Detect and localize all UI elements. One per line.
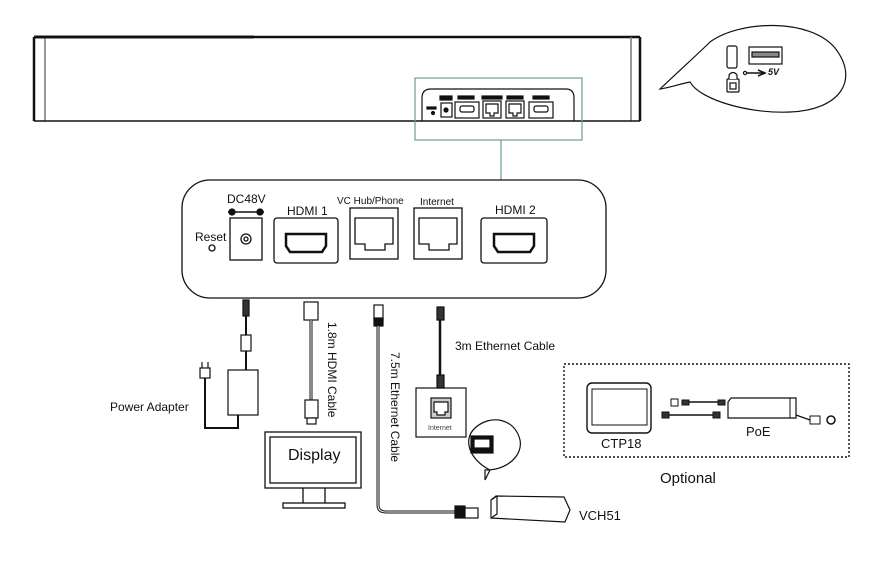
ethernet-cable-short (415, 306, 467, 438)
main-unit-body (32, 35, 254, 121)
power-adapter (199, 299, 259, 429)
port-label-internet: Internet (420, 197, 454, 208)
main-unit-outline (34, 35, 642, 122)
power-port-label: DC48V (227, 192, 266, 206)
port-label-hdmi2: HDMI 2 (495, 203, 536, 217)
ethernet-cable-long (373, 304, 479, 519)
ethernet-short-label: 3m Ethernet Cable (455, 339, 556, 353)
main-unit (34, 35, 254, 39)
reset-label: Reset (195, 230, 227, 244)
vch51-hub (468, 419, 571, 523)
power-adapter-label: Power Adapter (110, 400, 189, 414)
display-monitor (264, 431, 362, 509)
usb-voltage-label: 5V (768, 67, 780, 77)
hdmi-cable (303, 301, 319, 425)
optional-group (563, 363, 850, 458)
vch51-label: VCH51 (579, 508, 621, 523)
usb-callout (658, 24, 847, 113)
port-label-hdmi1: HDMI 1 (287, 204, 328, 218)
hdmi-cable-label: 1.8m HDMI Cable (325, 322, 339, 418)
zoom-frame (414, 77, 583, 180)
display-label: Display (288, 447, 341, 464)
ctp18-label: CTP18 (601, 436, 642, 451)
port-label-vc-hub: VC Hub/Phone (337, 196, 404, 207)
mini-port-bay (421, 88, 575, 121)
optional-label: Optional (660, 470, 716, 487)
ethernet-long-label: 7.5m Ethernet Cable (388, 352, 402, 463)
rear-panel (181, 179, 607, 299)
wall-jack-label: Internet (428, 425, 452, 432)
poe-label: PoE (746, 424, 771, 439)
